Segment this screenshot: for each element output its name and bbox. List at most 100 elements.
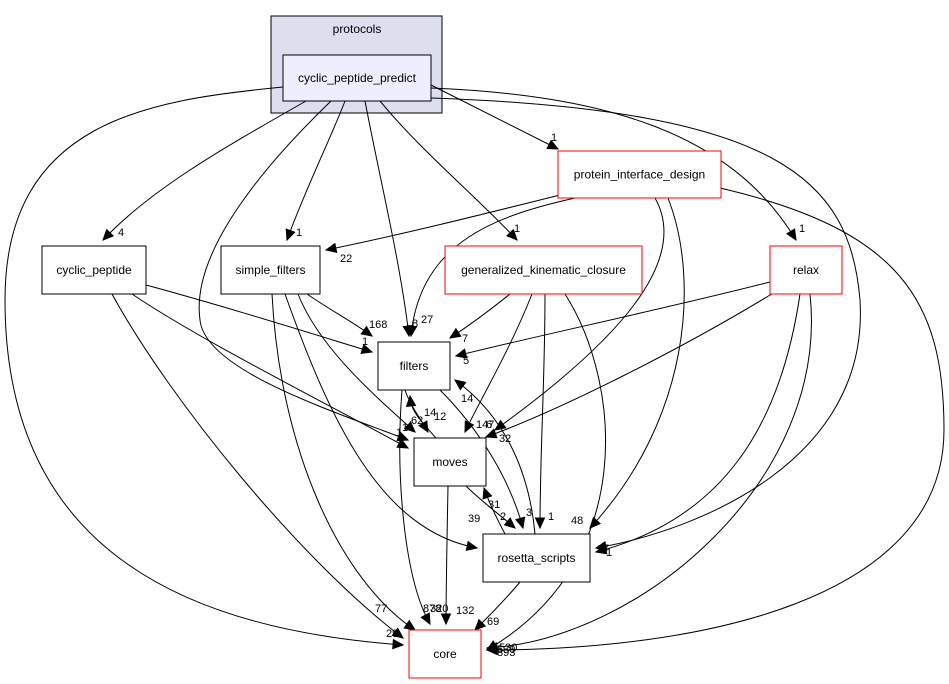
edge-label: 39 <box>468 513 480 525</box>
edge-label: 27 <box>421 314 433 326</box>
node-label: relax <box>793 263 819 277</box>
edge-arrowhead <box>448 327 462 339</box>
edge-arrowhead <box>405 394 417 407</box>
edge-label: 2 <box>500 511 506 523</box>
edge-label: 168 <box>369 319 387 331</box>
edge-relax-to-core[interactable]: 893 <box>485 293 812 659</box>
edge-label: 6 <box>486 419 492 431</box>
edge-cyclic_peptide-to-filters[interactable]: 1 <box>145 284 374 354</box>
edge-label: 1 <box>514 223 520 235</box>
edge-protein_interface_design-to-simple_filters[interactable]: 22 <box>324 194 561 265</box>
edge-arrowhead <box>484 428 498 439</box>
node-label: core <box>433 647 457 661</box>
edge-label: 1 <box>606 547 612 559</box>
edge-arrowhead <box>785 228 797 242</box>
edge-moves-to-filters[interactable]: 12 <box>405 394 447 439</box>
edge-arrowhead <box>360 343 374 354</box>
node-label: generalized_kinematic_closure <box>461 263 626 277</box>
edge-label: 5 <box>463 355 469 367</box>
edge-rosetta_scripts-to-moves[interactable]: 2 <box>482 486 506 535</box>
node-label: protein_interface_design <box>574 168 705 182</box>
edge-arrowhead <box>454 348 468 359</box>
node-label: filters <box>400 359 429 373</box>
edge-cyclic_peptide_predict-to-relax[interactable]: 1 <box>430 87 805 242</box>
edge-label: 1 <box>362 336 368 348</box>
node-moves[interactable]: moves <box>413 437 487 487</box>
edge-cyclic_peptide_predict-to-filters[interactable]: 8 <box>364 100 418 338</box>
node-relax[interactable]: relax <box>769 245 843 295</box>
edge-label: 1 <box>548 511 554 523</box>
edge-arrowhead <box>465 540 479 552</box>
node-cyclic_peptide[interactable]: cyclic_peptide <box>41 245 147 295</box>
edge-filters-to-rosetta_scripts[interactable]: 3 <box>439 389 532 530</box>
edge-label: 14 <box>461 393 473 405</box>
edge-cyclic_peptide_predict-to-cyclic_peptide[interactable]: 4 <box>102 100 307 241</box>
edge-label: 69 <box>487 616 499 628</box>
node-rosetta_scripts[interactable]: rosetta_scripts <box>482 533 591 583</box>
edge-arrowhead <box>546 139 560 150</box>
node-filters[interactable]: filters <box>377 341 451 391</box>
edge-cyclic_peptide_predict-to-protein_interface_design[interactable]: 1 <box>430 84 560 150</box>
edge-simple_filters-to-core[interactable]: 878 <box>271 293 441 631</box>
edge-label: 1 <box>551 132 557 144</box>
node-label: cyclic_peptide <box>56 263 132 277</box>
cluster-label: protocols <box>333 22 382 36</box>
edge-simple_filters-to-rosetta_scripts[interactable]: 39 <box>284 293 480 552</box>
edge-cyclic_peptide_predict-to-generalized_kinematic_closure[interactable]: 1 <box>379 100 520 241</box>
edge-relax-to-rosetta_scripts[interactable]: 1 <box>594 293 801 559</box>
edge-protein_interface_design-to-moves[interactable]: 6 <box>486 197 665 431</box>
edge-generalized_kinematic_closure-to-moves[interactable]: 14 7 <box>464 293 533 434</box>
edge-arrowhead <box>440 613 452 626</box>
node-cyclic_peptide_predict[interactable]: cyclic_peptide_predict <box>282 54 432 102</box>
edge-simple_filters-to-moves[interactable]: 62 <box>297 293 423 433</box>
node-core[interactable]: core <box>408 629 482 679</box>
edge-protein_interface_design-to-rosetta_scripts[interactable]: 48 <box>571 197 685 529</box>
edge-cyclic_peptide_predict-to-core[interactable]: 29 <box>4 86 405 650</box>
edge-relax-to-filters[interactable]: 5 <box>454 281 771 367</box>
edge-moves-to-core[interactable]: 132 <box>440 485 475 626</box>
edge-arrowhead <box>506 228 518 241</box>
edge-filters-to-core[interactable]: 320 <box>399 389 449 626</box>
edge-arrowhead <box>594 544 608 555</box>
edge-arrowhead <box>494 419 507 431</box>
node-protein_interface_design[interactable]: protein_interface_design <box>557 150 722 199</box>
edge-label: 14 <box>424 407 436 419</box>
node-label: rosetta_scripts <box>497 551 575 565</box>
node-simple_filters[interactable]: simple_filters <box>220 245 321 295</box>
edge-label: 320 <box>430 603 448 615</box>
edge-arrowhead <box>589 516 602 529</box>
edge-label: 62 <box>411 415 423 427</box>
edge-label: 4 <box>118 227 124 239</box>
edge-label: 31 <box>488 499 500 511</box>
edge-generalized_kinematic_closure-to-rosetta_scripts[interactable]: 1 <box>534 293 555 530</box>
edge-arrowhead <box>503 517 516 529</box>
edge-label: 7 <box>462 333 468 345</box>
edge-arrowhead <box>392 638 405 650</box>
edge-label: 8 <box>412 318 418 330</box>
edge-cyclic_peptide-to-core[interactable]: 77 <box>111 293 404 639</box>
edge-generalized_kinematic_closure-to-filters[interactable]: 7 <box>448 293 511 345</box>
edge-label: 132 <box>456 605 474 617</box>
edge-label: 12 <box>434 411 446 423</box>
edge-label: 1 <box>396 427 402 439</box>
edge-arrowhead <box>485 642 498 653</box>
edge-label: 32 <box>499 433 511 445</box>
edge-label: 893 <box>497 647 515 659</box>
edge-rosetta_scripts-to-core[interactable]: 69 <box>474 581 521 631</box>
edge-label: 22 <box>340 253 352 265</box>
edge-label: 1 <box>799 223 805 235</box>
edge-cyclic_peptide_predict-to-simple_filters[interactable]: 1 <box>285 100 346 242</box>
edge-label: 77 <box>375 603 387 615</box>
edge-label: 1 <box>296 227 302 239</box>
edge-protein_interface_design-to-filters[interactable]: 27 <box>406 197 576 338</box>
edge-arrowhead <box>406 325 418 338</box>
node-label: simple_filters <box>235 263 305 277</box>
edge-generalized_kinematic_closure-to-core[interactable]: 530 <box>485 293 606 656</box>
edge-moves-to-rosetta_scripts[interactable]: 31 <box>465 485 516 529</box>
edge-rosetta_scripts-to-filters[interactable]: 14 <box>454 379 536 535</box>
edge-arrowhead <box>515 516 526 530</box>
node-generalized_kinematic_closure[interactable]: generalized_kinematic_closure <box>444 245 643 295</box>
edge-simple_filters-to-filters[interactable]: 168 <box>306 293 387 337</box>
edge-relax-to-moves[interactable]: 32 <box>484 291 776 445</box>
